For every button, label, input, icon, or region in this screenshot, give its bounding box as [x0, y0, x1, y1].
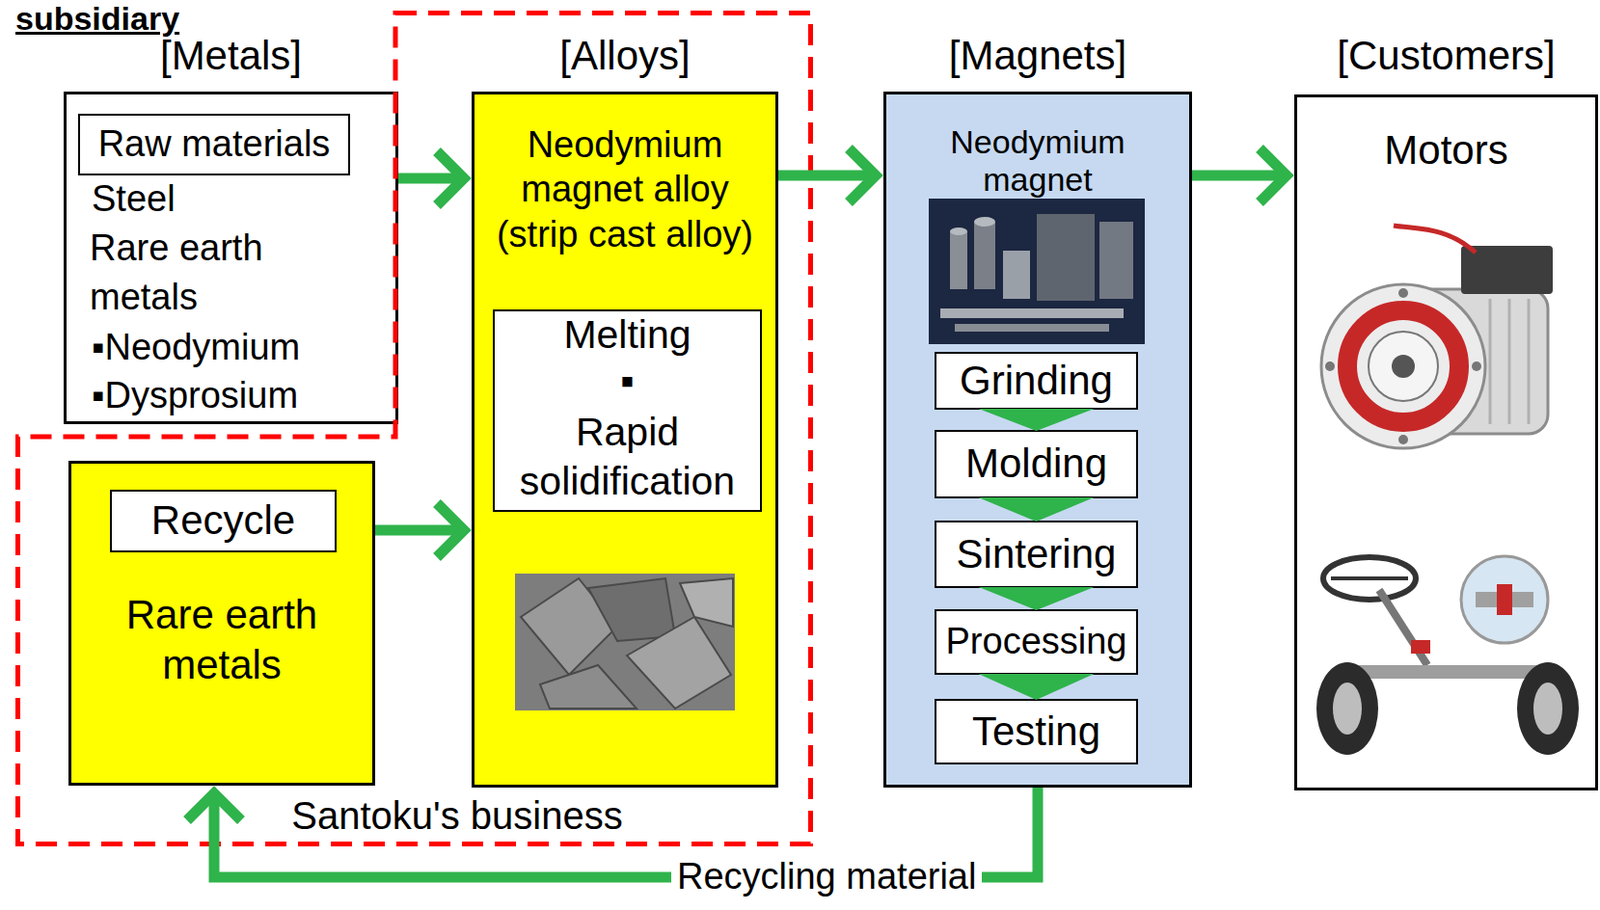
magnet-piece: [1099, 221, 1134, 299]
magnified-part: [1496, 584, 1513, 616]
flow-arrow: [778, 148, 876, 203]
box-text: Motors: [1297, 128, 1596, 173]
magnet-piece: [940, 308, 1124, 319]
box-text: Rapid solidification: [494, 407, 760, 507]
wheel-hub: [1533, 682, 1563, 735]
dashed-border: [18, 13, 812, 845]
magnet-piece: [1003, 250, 1031, 299]
box-text: Melting: [494, 311, 760, 358]
motor-fin: [1527, 298, 1531, 425]
magnet-piece: [974, 221, 996, 290]
process-step: Molding: [934, 430, 1139, 499]
box-text: Processing: [936, 611, 1137, 674]
flake: [679, 578, 733, 627]
box-text: ▪Neodymium: [91, 325, 381, 370]
motor-fin: [1489, 298, 1492, 425]
box-text: Sintering: [936, 522, 1137, 587]
steering-spoke: [1330, 576, 1409, 581]
arrow-shaft: [778, 170, 876, 182]
arrow-head: [436, 151, 464, 206]
arrow-shaft: [1192, 170, 1287, 182]
box-text: Grinding: [936, 353, 1137, 408]
flow-arrow: [375, 503, 464, 558]
photo-ground: [515, 573, 735, 711]
arrow-head: [848, 148, 876, 203]
motor-bolt: [1398, 434, 1409, 445]
magnet-piece: [949, 227, 968, 236]
box-text: Testing: [936, 701, 1137, 763]
motor-fin: [1508, 298, 1512, 425]
box-text: Rare earth metals: [89, 223, 341, 323]
label-box: Recycle: [109, 489, 337, 553]
box-text: ▪Dysprosium: [91, 373, 381, 418]
edge-label: Recycling material: [671, 855, 982, 900]
magnifier: [1461, 556, 1548, 644]
arrow-head: [1259, 148, 1287, 203]
magnet-piece: [1036, 214, 1095, 301]
magnet-piece: [949, 231, 968, 290]
box-text: Neodymium magnet: [922, 123, 1154, 199]
process-step: Sintering: [934, 520, 1139, 589]
photo-ground: [928, 198, 1145, 345]
label-box: Raw materials: [78, 113, 351, 176]
arrow-shaft: [375, 525, 464, 537]
process-box: Melting▪Rapid solidification: [492, 309, 762, 513]
magnet-piece: [954, 324, 1110, 332]
box-text: Steel: [91, 176, 381, 221]
box-text: Recycle: [111, 491, 335, 551]
flow-arrow: [398, 151, 464, 206]
flake: [626, 617, 732, 709]
recycle-box: Rare earth metals Recycle: [68, 461, 376, 787]
wheel-hub: [1332, 682, 1362, 735]
column-header: [Alloys]: [471, 34, 779, 78]
motor-shaft: [1391, 354, 1415, 379]
box-text: ▪: [494, 357, 760, 405]
box-text: Rare earth metals: [71, 590, 373, 691]
alloy-flakes-photo: [515, 573, 735, 711]
column-header: [Metals]: [63, 34, 399, 78]
steering-motor: [1410, 640, 1431, 654]
process-step: Grinding: [934, 352, 1139, 410]
motor-rotor: [1368, 331, 1438, 402]
motor-bolt: [1398, 288, 1409, 299]
box-text: Molding: [936, 432, 1137, 497]
motor-bolt: [1325, 361, 1335, 372]
magnet-piece: [974, 216, 996, 227]
column-box: [Metals]SteelRare earth metals▪Neodymium…: [63, 91, 399, 425]
arrow-head: [436, 503, 464, 558]
box-text: Raw materials: [80, 115, 349, 174]
flow-arrow: [1192, 148, 1287, 203]
box-text: Santoku's business: [244, 794, 670, 838]
arrow-head: [187, 793, 242, 821]
process-step: Processing: [934, 609, 1139, 676]
magnet-photo: [928, 198, 1145, 345]
column-header: [Magnets]: [883, 34, 1193, 78]
steering-rack: [1350, 665, 1539, 679]
wheel: [1316, 662, 1379, 756]
box-text: Neodymium magnet alloy (strip cast alloy…: [480, 122, 770, 258]
motor-face: [1321, 284, 1486, 449]
flake: [588, 578, 676, 642]
process-step: Testing: [934, 699, 1139, 765]
column-header: [Customers]: [1294, 34, 1599, 78]
motor-bolt: [1471, 361, 1482, 372]
wheel: [1517, 662, 1579, 756]
flake: [540, 665, 637, 709]
motor-coil: [1347, 310, 1460, 423]
page-title: subsidiary: [15, 0, 180, 37]
